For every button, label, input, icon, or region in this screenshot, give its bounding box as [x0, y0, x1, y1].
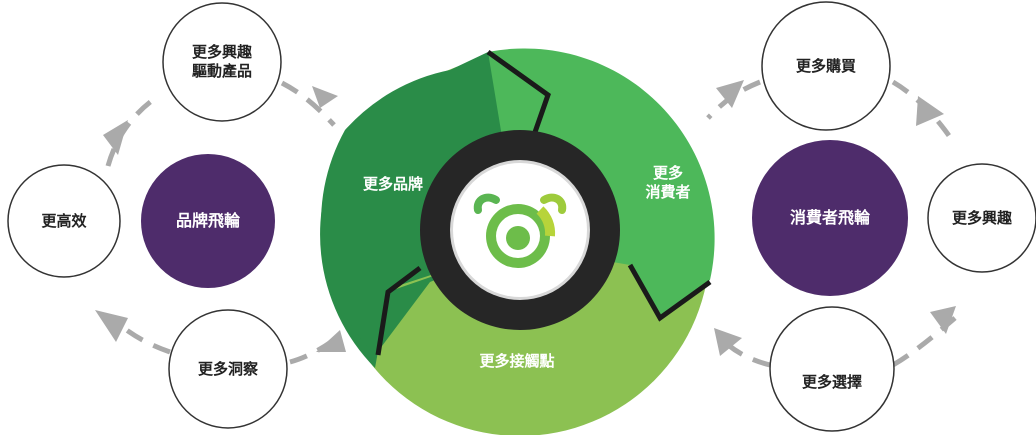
node-efficiency: [7, 164, 121, 278]
node-efficiency-label: 更高效: [41, 211, 87, 230]
node-choices: [769, 306, 895, 432]
arrow-left-bottom-right-icon: [316, 330, 346, 352]
arrow-right-top-right-icon: [916, 96, 944, 126]
left-hub-circle: [141, 154, 275, 288]
arrow-right-bottom-icon: [714, 328, 742, 356]
node-interest: [927, 163, 1036, 273]
node-purchases: [761, 1, 891, 131]
arrow-right-top-icon: [716, 80, 744, 108]
right-hub-circle: [752, 140, 908, 296]
node-interest-label: 更多興趣: [951, 208, 1012, 227]
node-insight: [168, 309, 288, 429]
owl-eyes-logo-icon: [473, 193, 567, 268]
arrow-left-mid-top-icon: [312, 86, 338, 108]
left-arc-top: [105, 92, 162, 167]
left-hub-label: 品牌飛輪: [175, 211, 240, 230]
node-insight-label: 更多洞察: [197, 359, 258, 378]
node-choices-label: 更多選擇: [801, 372, 862, 391]
right-arc-bottom-left: [718, 336, 771, 368]
central-wheel: [320, 48, 715, 435]
left-arc-top-right: [280, 80, 336, 127]
arrow-heads: [95, 80, 956, 356]
node-interest-drives-products-label: 更多興趣 驅動產品: [191, 43, 252, 80]
node-interest-drives-products: [162, 2, 282, 122]
segment-consumers-label: 更多 消費者: [645, 164, 691, 201]
segment-brands-label: 更多品牌: [362, 174, 423, 193]
right-hub-label: 消費者飛輪: [789, 208, 870, 227]
arrow-left-top-icon: [103, 120, 128, 155]
node-purchases-label: 更多購買: [795, 56, 856, 75]
arrow-right-bottom-right-icon: [930, 306, 956, 334]
segment-touchpoints-label: 更多接觸點: [479, 351, 555, 370]
arrow-left-bottom-icon: [95, 310, 128, 342]
